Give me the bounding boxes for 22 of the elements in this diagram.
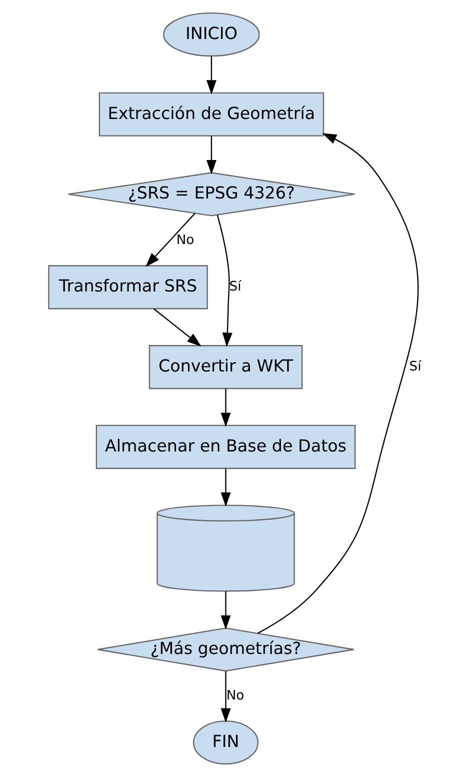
arrow [220, 671, 230, 723]
arrow [256, 133, 418, 634]
node-diamond: ¿SRS = EPSG 4326? [67, 172, 355, 216]
arrow [220, 388, 230, 428]
node-ellipse: INICIO [162, 12, 260, 57]
edge-label: No [176, 233, 194, 248]
arrow [206, 136, 216, 174]
edge-label: Sí [408, 359, 421, 374]
edge-label: No [226, 688, 244, 704]
arrow [220, 468, 230, 507]
arrow [152, 308, 201, 346]
node-box: Almacenar en Base de Datos [95, 424, 356, 469]
arrow [206, 56, 216, 94]
node-box: Transformar SRS [48, 265, 208, 310]
node-ellipse: FIN [192, 720, 258, 765]
node-box: Convertir a WKT [148, 345, 302, 390]
arrow [145, 212, 195, 267]
node-diamond: ¿Más geometrías? [96, 627, 354, 672]
arrow [216, 214, 232, 348]
node-box: Extracción de Geometría [98, 92, 324, 136]
arrow [220, 591, 230, 630]
edge-label: Sí [228, 280, 241, 295]
